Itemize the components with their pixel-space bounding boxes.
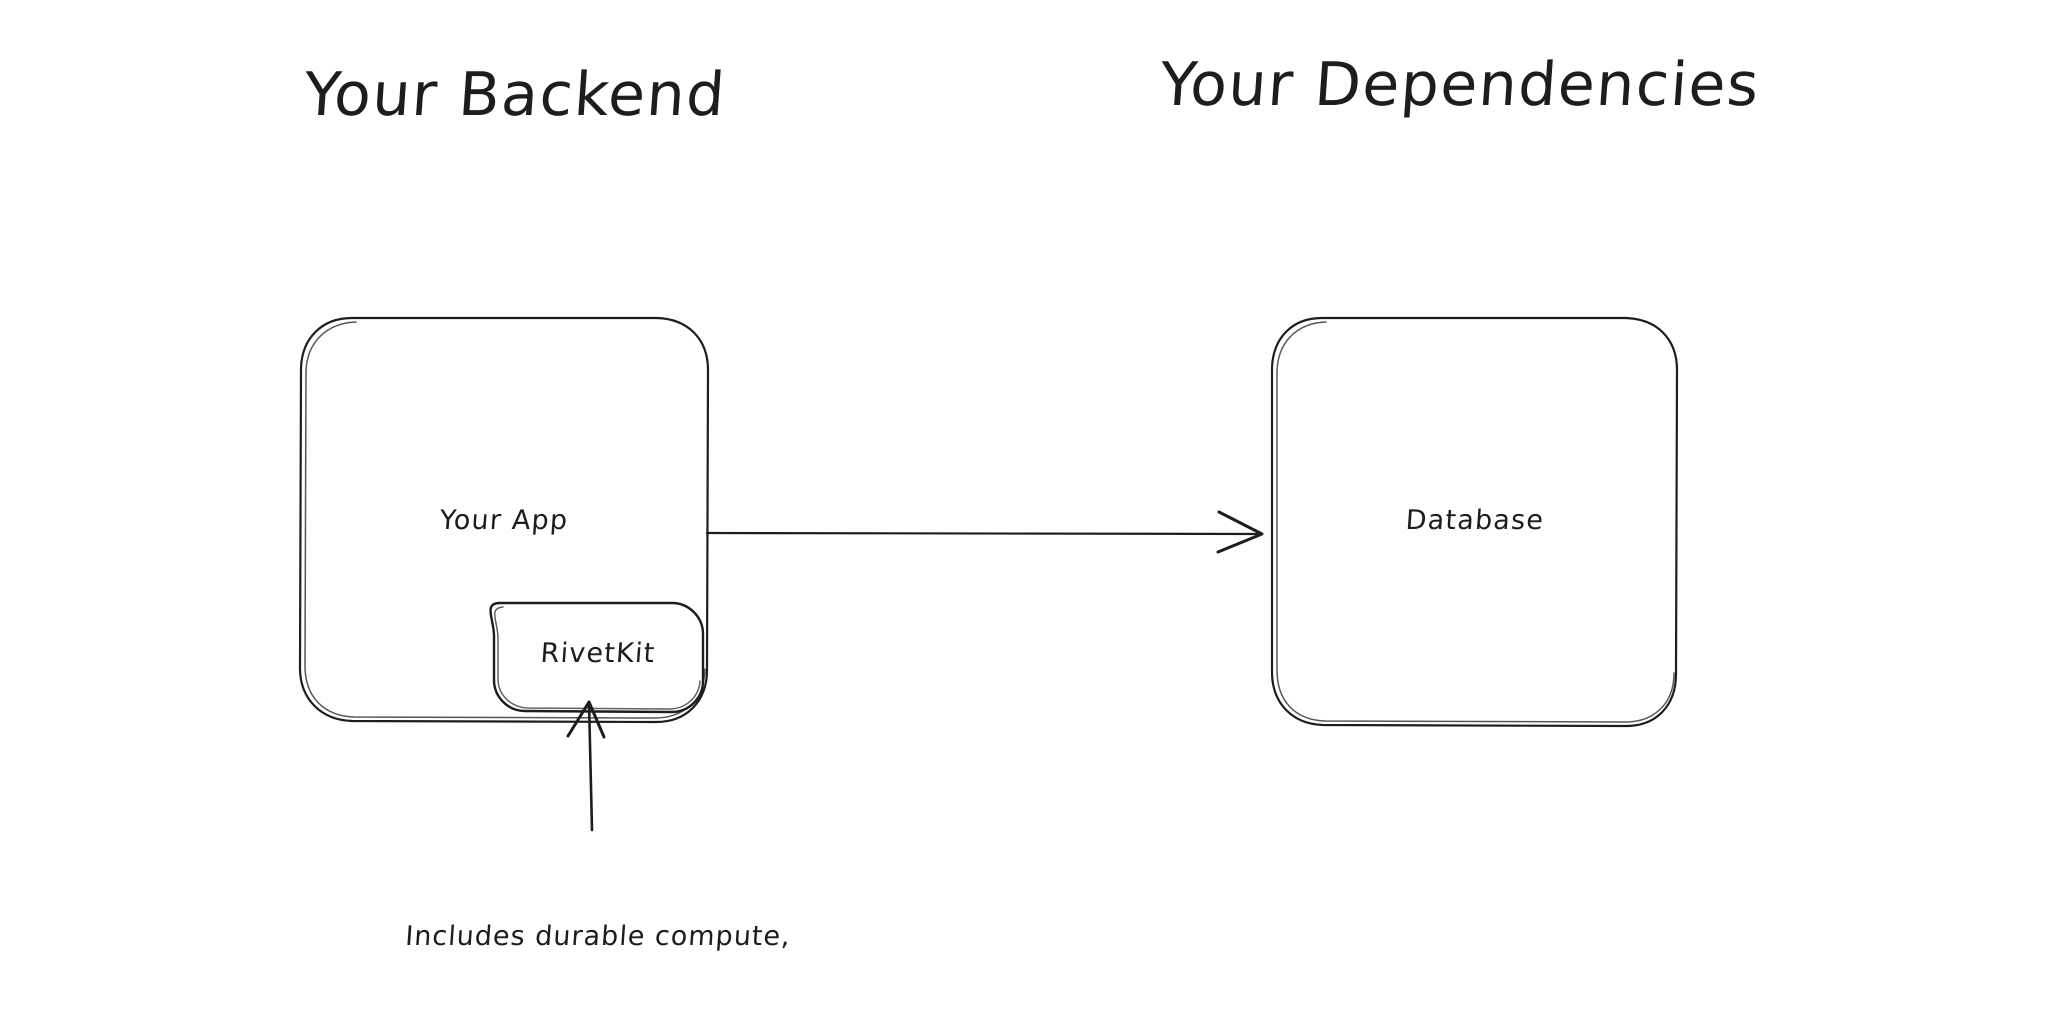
arrow-app-to-database — [705, 510, 1264, 554]
database-box[interactable] — [1270, 316, 1679, 728]
database-label: Database — [1404, 505, 1546, 536]
your-app-label: Your App — [438, 505, 570, 536]
caption-line-1: Includes durable compute, — [404, 921, 792, 952]
rivetkit-label: RivetKit — [539, 638, 657, 669]
rivetkit-box[interactable] — [489, 601, 705, 714]
caption-text: Includes durable compute, real-time, sch… — [355, 842, 824, 1024]
group-title-dependencies: Your Dependencies — [1157, 50, 1763, 120]
group-title-backend: Your Backend — [301, 60, 729, 130]
arrow-caption-to-rivetkit — [566, 700, 606, 832]
